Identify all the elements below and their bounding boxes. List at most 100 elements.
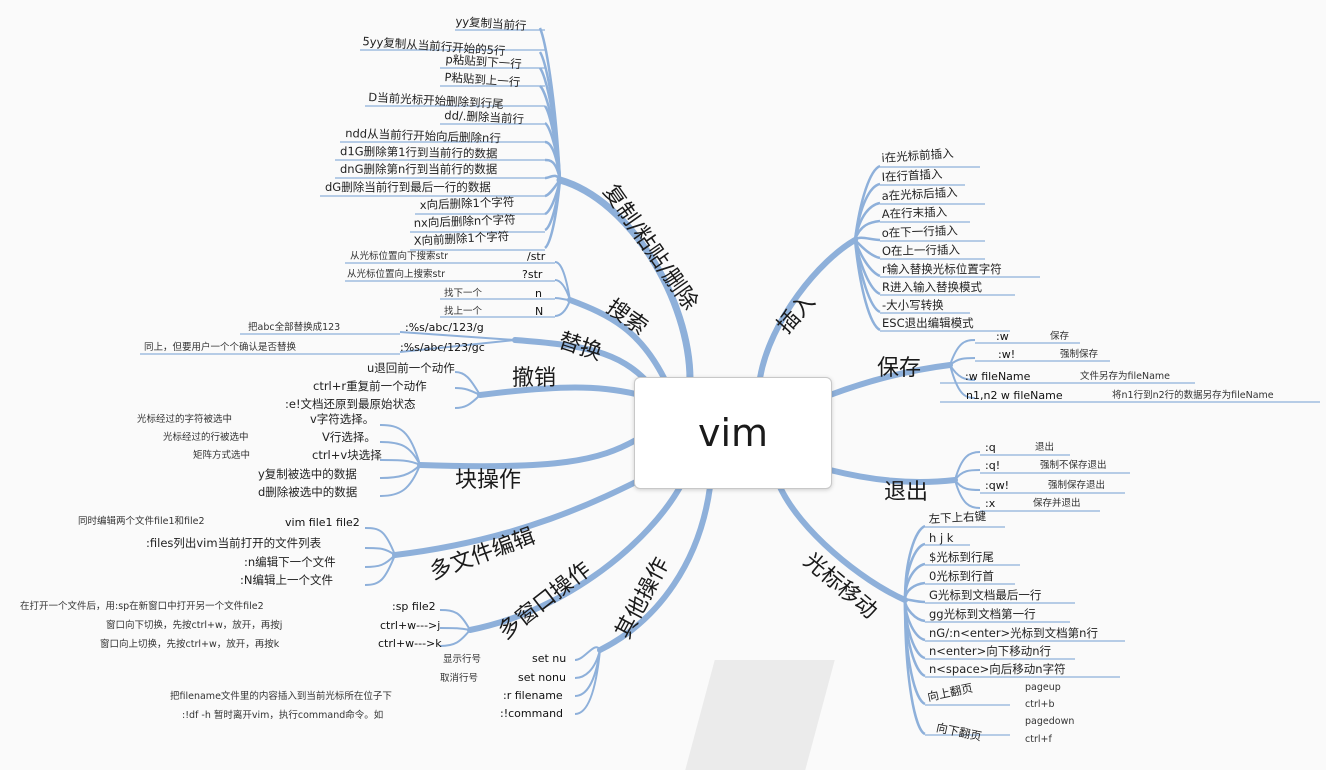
quit-cmd[interactable]: :q xyxy=(985,441,996,454)
cursor-item[interactable]: $光标到行尾 xyxy=(929,550,994,564)
save-cmd[interactable]: :w fileName xyxy=(965,370,1031,383)
branch-save-label[interactable]: 保存 xyxy=(877,356,922,381)
block-cmd[interactable]: V行选择。 xyxy=(322,430,376,444)
branch-block-label[interactable]: 块操作 xyxy=(455,468,522,493)
multiwin-cmd[interactable]: :sp file2 xyxy=(392,600,436,613)
search-desc: 找上一个 xyxy=(444,306,483,317)
link-save xyxy=(827,362,953,398)
pagedown-key: pagedown xyxy=(1025,716,1075,727)
link-quit xyxy=(827,467,958,485)
other-desc: 取消行号 xyxy=(440,673,479,684)
multiwin-cmd[interactable]: ctrl+w--->j xyxy=(380,619,441,632)
quit-cmd[interactable]: :q! xyxy=(985,459,1001,472)
quit-cmd[interactable]: :x xyxy=(985,497,996,510)
block-cmd[interactable]: v字符选择。 xyxy=(310,412,375,426)
save-desc: 将n1行到n2行的数据另存为fileName xyxy=(1112,390,1274,401)
search-cmd[interactable]: N xyxy=(535,305,544,318)
replace-cmd[interactable]: :%s/abc/123/g xyxy=(405,321,484,334)
cursor-fan xyxy=(903,524,926,736)
link-multifile xyxy=(392,472,653,558)
search-cmd[interactable]: ?str xyxy=(522,268,543,281)
link-replace xyxy=(512,337,653,388)
save-desc: 文件另存为fileName xyxy=(1080,371,1170,382)
multiwin-desc: 窗口向上切换，先按ctrl+w，放开，再按k xyxy=(100,639,280,650)
quit-desc: 退出 xyxy=(1035,442,1055,453)
link-block xyxy=(417,437,639,470)
search-desc: 找下一个 xyxy=(444,288,483,299)
insert-item[interactable]: R进入输入替换模式 xyxy=(882,280,982,294)
undo-item[interactable]: u退回前一个动作 xyxy=(367,361,455,375)
mindmap-canvas: vim 复制/粘贴/删除 搜索 替换 撤销 块操作 多文件编辑 多窗口操作 其他… xyxy=(20,14,1320,770)
other-cmd[interactable]: set nonu xyxy=(518,671,566,684)
pageup-key: ctrl+b xyxy=(1025,699,1055,710)
link-undo xyxy=(477,384,643,398)
insert-item[interactable]: -大小写转换 xyxy=(882,298,944,312)
cursor-item[interactable]: n<space>向后移动n字符 xyxy=(929,662,1066,676)
save-cmd[interactable]: n1,n2 w fileName xyxy=(966,389,1063,402)
block-desc: 光标经过的行被选中 xyxy=(163,432,249,443)
sub-fans xyxy=(364,261,981,715)
quit-desc: 强制保存退出 xyxy=(1048,480,1106,491)
other-desc: 把filename文件里的内容插入到当前光标所在位子下 xyxy=(170,691,392,702)
pagedown-key: ctrl+f xyxy=(1025,734,1052,745)
replace-desc: 把abc全部替换成123 xyxy=(248,322,341,333)
quit-desc: 保存并退出 xyxy=(1033,498,1081,509)
leaf-underlines xyxy=(140,29,1320,736)
save-cmd[interactable]: :w xyxy=(996,330,1009,343)
insert-item[interactable]: A在行末插入 xyxy=(881,204,948,221)
copy-item[interactable]: dnG删除第n行到当前行的数据 xyxy=(340,162,498,176)
quit-cmd[interactable]: :qw! xyxy=(985,479,1010,492)
cursor-item[interactable]: h j k xyxy=(929,531,954,545)
replace-desc: 同上，但要用户一个个确认是否替换 xyxy=(144,342,297,353)
block-cmd[interactable]: d删除被选中的数据 xyxy=(258,485,358,499)
link-multiwin xyxy=(467,484,683,633)
link-cursor xyxy=(777,484,908,603)
center-node[interactable]: vim xyxy=(634,377,832,489)
cursor-item[interactable]: 左下上右键 xyxy=(928,509,987,526)
insert-item[interactable]: O在上一行插入 xyxy=(881,242,961,258)
branch-links xyxy=(140,27,1320,736)
branch-undo-label[interactable]: 撤销 xyxy=(512,366,557,391)
cursor-item[interactable]: nG/:n<enter>光标到文档第n行 xyxy=(929,626,1098,640)
block-cmd[interactable]: y复制被选中的数据 xyxy=(258,467,357,481)
replace-cmd[interactable]: :%s/abc/123/gc xyxy=(400,341,485,354)
multifile-desc: 同时编辑两个文件file1和file2 xyxy=(78,516,205,527)
multifile-cmd[interactable]: :files列出vim当前打开的文件列表 xyxy=(146,536,322,550)
insert-fan xyxy=(853,164,881,332)
insert-item[interactable]: ESC退出编辑模式 xyxy=(882,316,974,330)
search-desc: 从光标位置向上搜索str xyxy=(347,269,446,280)
undo-item[interactable]: ctrl+r重复前一个动作 xyxy=(313,379,427,393)
link-insert xyxy=(757,237,858,381)
search-desc: 从光标位置向下搜索str xyxy=(350,251,449,262)
multifile-cmd[interactable]: :N编辑上一个文件 xyxy=(240,573,333,587)
block-desc: 光标经过的字符被选中 xyxy=(137,414,233,425)
block-desc: 矩阵方式选中 xyxy=(193,450,251,461)
multifile-cmd[interactable]: :n编辑下一个文件 xyxy=(244,555,336,569)
cursor-item[interactable]: gg光标到文档第一行 xyxy=(929,607,1036,621)
cursor-item[interactable]: G光标到文档最后一行 xyxy=(929,588,1042,602)
cursor-item[interactable]: 0光标到行首 xyxy=(929,569,994,583)
other-cmd[interactable]: :r filename xyxy=(503,689,563,702)
other-cmd[interactable]: :!command xyxy=(500,707,564,720)
other-desc: 显示行号 xyxy=(443,654,482,665)
multiwin-desc: 窗口向下切换，先按ctrl+w，放开，再按j xyxy=(106,620,283,631)
multifile-cmd[interactable]: vim file1 file2 xyxy=(285,516,360,529)
multiwin-desc: 在打开一个文件后，用:sp在新窗口中打开另一个文件file2 xyxy=(20,601,264,612)
multiwin-cmd[interactable]: ctrl+w--->k xyxy=(378,637,442,650)
insert-item[interactable]: r输入替换光标位置字符 xyxy=(882,262,1002,276)
copy-item[interactable]: dG删除当前行到最后一行的数据 xyxy=(325,180,491,194)
save-desc: 强制保存 xyxy=(1060,349,1099,360)
link-search xyxy=(567,297,668,383)
undo-item[interactable]: :e!文档还原到最原始状态 xyxy=(285,397,416,411)
branch-quit-label[interactable]: 退出 xyxy=(884,480,929,505)
other-desc: :!df -h 暂时离开vim，执行command命令。如 xyxy=(182,710,384,721)
copy-item[interactable]: d1G删除第1行到当前行的数据 xyxy=(340,144,498,161)
insert-item[interactable]: o在下一行插入 xyxy=(881,223,959,240)
search-cmd[interactable]: n xyxy=(535,287,542,300)
other-cmd[interactable]: set nu xyxy=(532,652,567,665)
save-cmd[interactable]: :w! xyxy=(998,348,1016,361)
block-cmd[interactable]: ctrl+v块选择 xyxy=(312,448,382,462)
search-cmd[interactable]: /str xyxy=(527,250,546,263)
link-copy xyxy=(556,176,694,384)
cursor-item[interactable]: n<enter>向下移动n行 xyxy=(929,644,1052,658)
